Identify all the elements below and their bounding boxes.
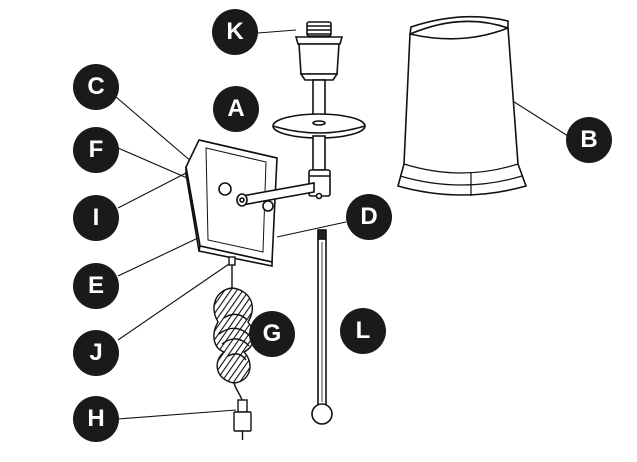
- leader-k: [257, 29, 297, 34]
- shade-holder-disc: [272, 113, 366, 139]
- label-j: J: [73, 330, 119, 376]
- label-k: K: [212, 9, 258, 55]
- decorative-rod: [311, 229, 333, 425]
- label-a: A: [213, 86, 259, 132]
- label-g: G: [249, 311, 295, 357]
- lamp-arm: [236, 182, 315, 207]
- power-cord: [228, 256, 236, 288]
- leader-j: [117, 263, 230, 341]
- label-h: H: [73, 396, 119, 442]
- label-d: D: [346, 194, 392, 240]
- label-i: I: [73, 195, 119, 241]
- label-e: E: [73, 263, 119, 309]
- leader-i: [117, 171, 189, 209]
- wall-plate-screw-c: [218, 182, 232, 196]
- leader-h: [117, 409, 237, 420]
- leader-d: [276, 221, 347, 238]
- coiled-cord: [213, 287, 255, 384]
- label-l: L: [340, 308, 386, 354]
- label-b: B: [566, 117, 612, 163]
- label-c: C: [73, 64, 119, 110]
- lamp-socket: [294, 21, 344, 117]
- leader-lines: [115, 29, 569, 420]
- wall-plate: [185, 139, 278, 267]
- leader-e: [117, 237, 199, 277]
- plug: [233, 382, 252, 440]
- label-f: F: [73, 127, 119, 173]
- wall-plate-screw-lower: [262, 200, 274, 212]
- leader-f: [117, 147, 195, 182]
- lampshade: [397, 15, 528, 196]
